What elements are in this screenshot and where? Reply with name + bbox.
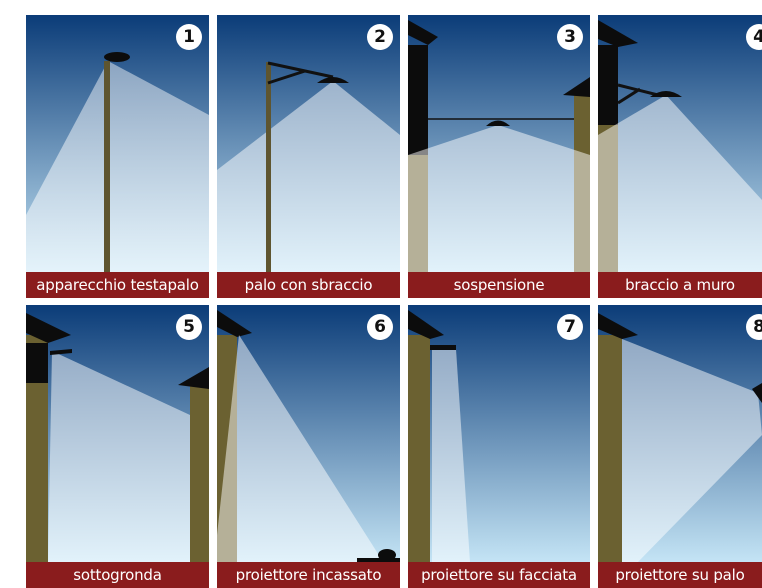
light-beam bbox=[622, 339, 762, 562]
scene-wall-arm bbox=[598, 15, 762, 272]
panel-number-badge: 5 bbox=[176, 314, 202, 340]
panel-1: 1 apparecchio testapalo bbox=[26, 15, 209, 298]
arm bbox=[267, 61, 334, 85]
panel-caption: sottogronda bbox=[26, 562, 209, 588]
panel-4: 4 braccio a muro bbox=[598, 15, 762, 298]
left-building-wall bbox=[26, 335, 48, 562]
scene-pole-with-arm bbox=[217, 15, 400, 272]
scene-pole-projector bbox=[598, 305, 762, 562]
left-roof bbox=[26, 313, 71, 343]
panel-number-badge: 8 bbox=[746, 314, 762, 340]
light-beam bbox=[217, 335, 382, 562]
light-beam bbox=[432, 349, 470, 562]
luminaire bbox=[50, 349, 72, 355]
light-beam bbox=[598, 95, 762, 272]
panel-caption: proiettore su facciata bbox=[408, 562, 590, 588]
scene-recessed-projector bbox=[217, 305, 400, 562]
scene-facade-projector bbox=[408, 305, 590, 562]
light-beam bbox=[217, 81, 400, 272]
facade-projector bbox=[430, 345, 456, 350]
panel-5: 5 sottogronda bbox=[26, 305, 209, 588]
wall-arm bbox=[617, 83, 659, 105]
scene-under-eaves bbox=[26, 305, 209, 562]
right-roof bbox=[178, 367, 209, 389]
scene-pole-top bbox=[26, 15, 209, 272]
panel-number-badge: 1 bbox=[176, 24, 202, 50]
roof bbox=[598, 313, 638, 339]
panel-number-badge: 7 bbox=[557, 314, 583, 340]
luminaire bbox=[650, 91, 682, 97]
panel-number-badge: 3 bbox=[557, 24, 583, 50]
panel-7: 7 proiettore su facciata bbox=[408, 305, 590, 588]
right-building-wall bbox=[190, 385, 209, 562]
luminaire bbox=[317, 77, 349, 83]
light-beam bbox=[26, 61, 209, 272]
panel-caption: apparecchio testapalo bbox=[26, 272, 209, 298]
panel-2: 2 palo con sbraccio bbox=[217, 15, 400, 298]
building-wall-dark bbox=[598, 45, 618, 125]
roof bbox=[408, 310, 444, 339]
panel-6: 6 proiettore incassato bbox=[217, 305, 400, 588]
pole-projector bbox=[752, 383, 762, 403]
luminaire bbox=[104, 52, 130, 62]
left-roof bbox=[408, 20, 438, 45]
luminaire bbox=[486, 120, 510, 126]
left-building-wall-dark bbox=[408, 45, 428, 155]
pole bbox=[104, 61, 110, 272]
roof bbox=[598, 20, 638, 47]
pole bbox=[266, 62, 271, 272]
scene-suspension bbox=[408, 15, 590, 272]
panel-caption: proiettore su palo bbox=[598, 562, 762, 588]
panel-number-badge: 6 bbox=[367, 314, 393, 340]
recessed-projector bbox=[378, 549, 396, 561]
light-beam bbox=[48, 351, 190, 562]
roof bbox=[217, 310, 252, 337]
panel-number-badge: 4 bbox=[746, 24, 762, 50]
panel-8: 8 proiettore su palo bbox=[598, 305, 762, 588]
building-wall bbox=[408, 335, 430, 562]
panel-caption: palo con sbraccio bbox=[217, 272, 400, 298]
building-wall bbox=[598, 335, 622, 562]
panel-number-badge: 2 bbox=[367, 24, 393, 50]
right-roof bbox=[563, 77, 590, 97]
panel-caption: proiettore incassato bbox=[217, 562, 400, 588]
light-beam bbox=[408, 125, 590, 272]
panel-3: 3 sospensione bbox=[408, 15, 590, 298]
panel-caption: braccio a muro bbox=[598, 272, 762, 298]
left-building-wall-dark bbox=[26, 343, 48, 383]
panel-caption: sospensione bbox=[408, 272, 590, 298]
